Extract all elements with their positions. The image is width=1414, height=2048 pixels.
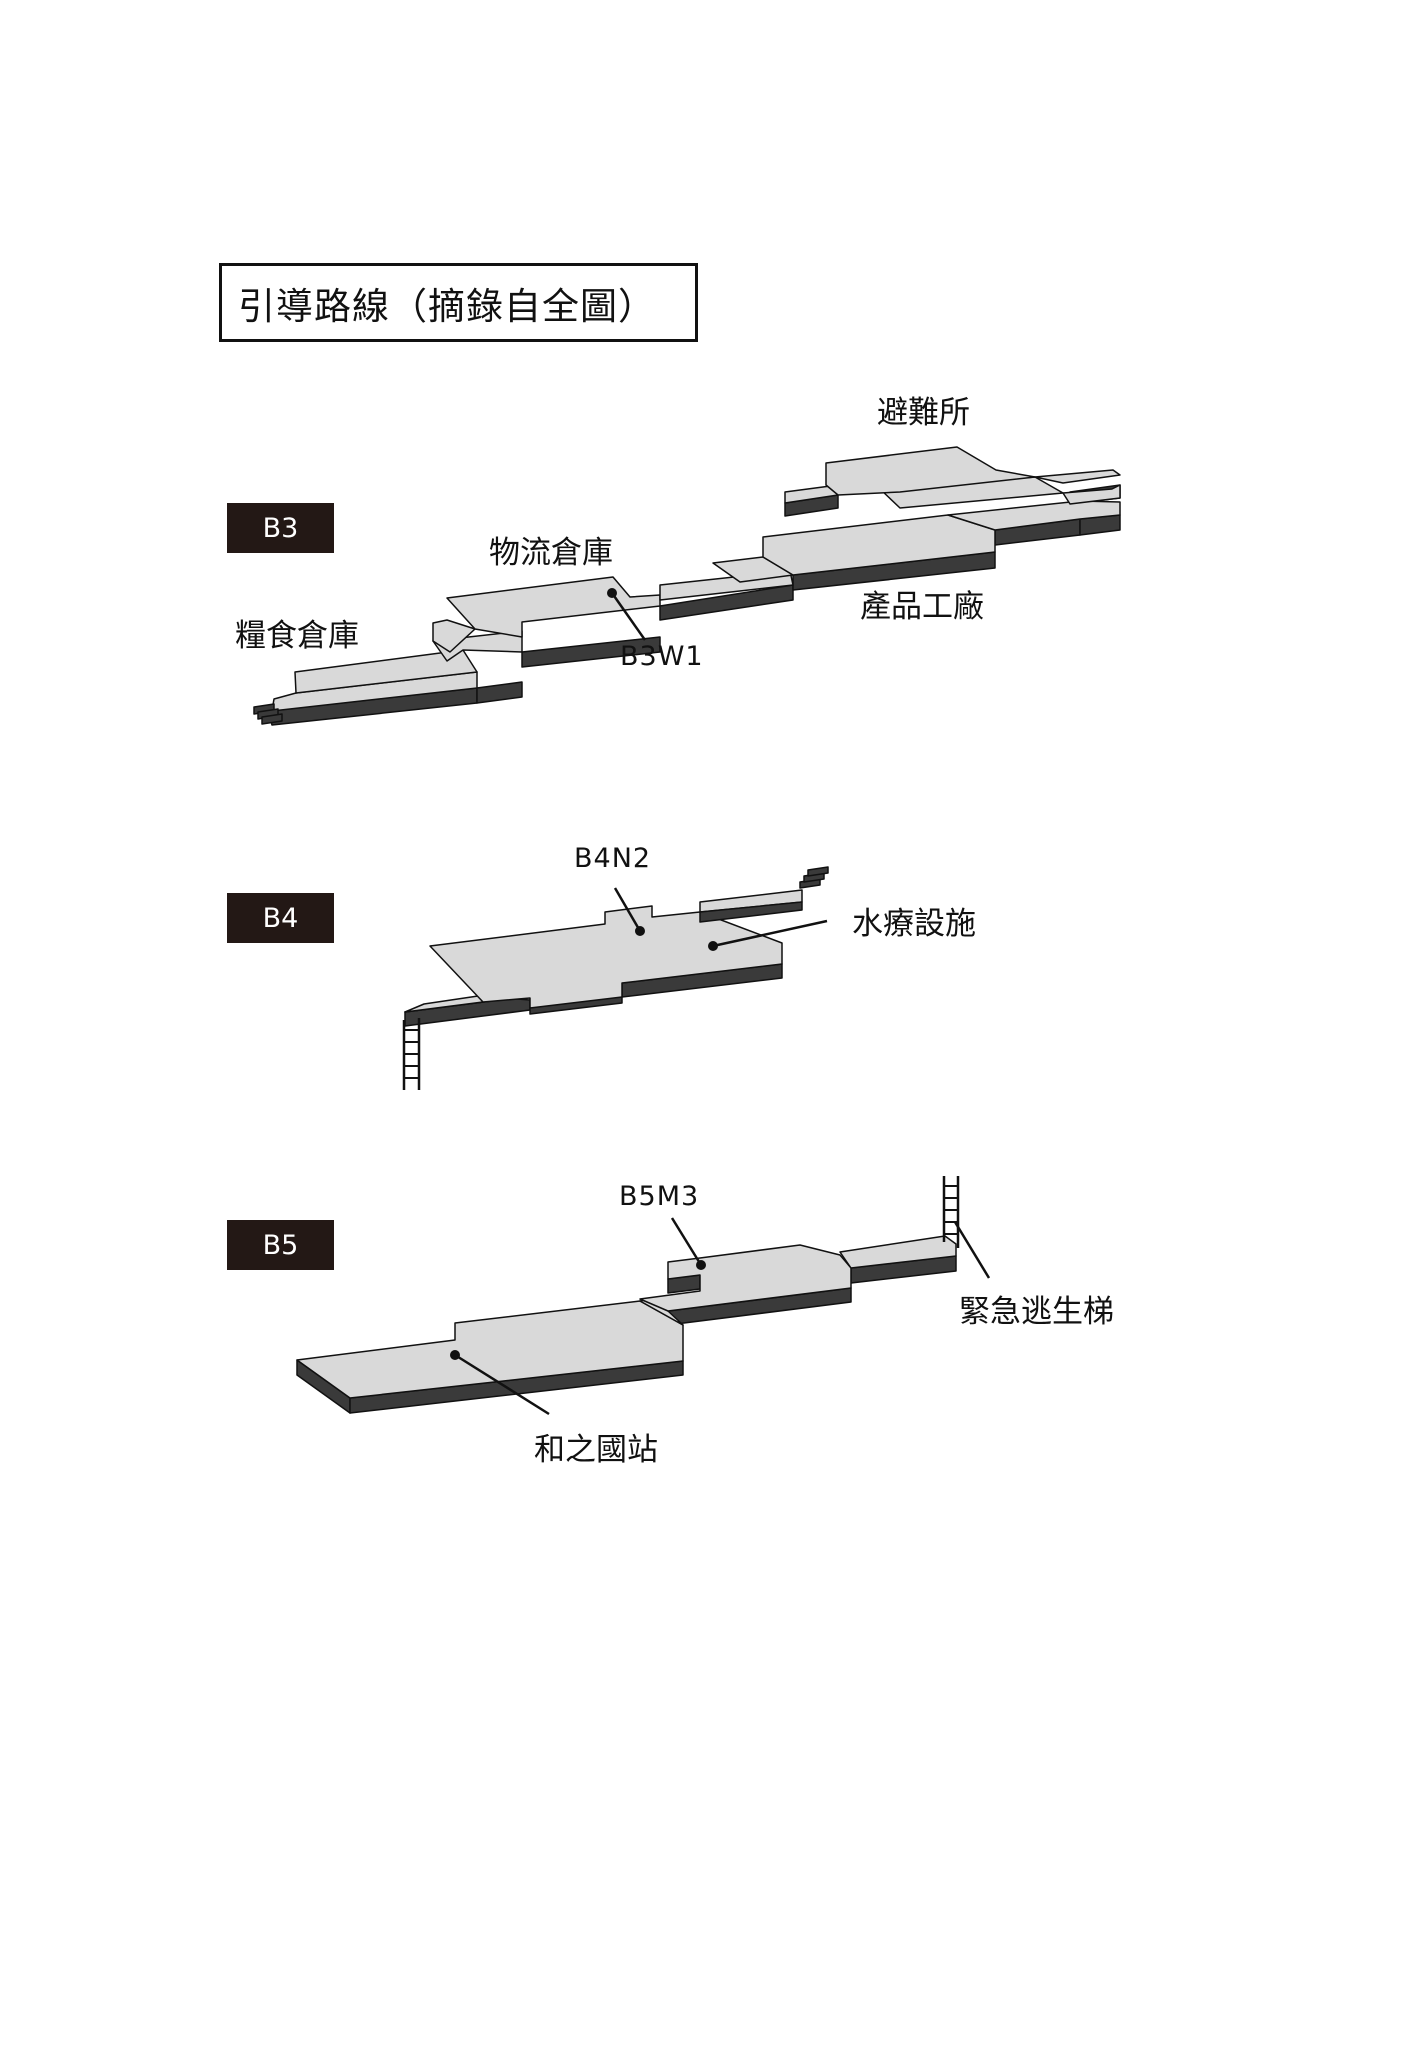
b3w1-code-label: B3W1: [620, 641, 704, 672]
floor-badge-b5-text: B5: [262, 1229, 299, 1261]
food-warehouse-label: 糧食倉庫: [235, 618, 359, 654]
ladder-icon: [942, 1176, 960, 1248]
logistics-warehouse-label: 物流倉庫: [489, 535, 613, 571]
b4n2-code-label: B4N2: [574, 843, 652, 874]
floor-b4-map: [402, 866, 829, 1090]
floor-badge-b3-text: B3: [262, 512, 299, 544]
product-factory-label: 產品工廠: [860, 589, 984, 625]
page-title-text: 引導路線（摘錄自全圖）: [238, 284, 656, 328]
floor-b3-map: [253, 446, 1121, 726]
emergency-stairs-label: 緊急逃生梯: [959, 1294, 1114, 1330]
floor-badge-b4-text: B4: [262, 902, 299, 934]
stairs-icon: [799, 866, 829, 889]
ladder-icon: [402, 1018, 421, 1090]
b5m3-code-label: B5M3: [619, 1181, 700, 1212]
floor-badge-b4: B4: [227, 893, 334, 943]
wano-station-label: 和之國站: [534, 1432, 658, 1468]
floor-b5-map: [296, 1176, 991, 1416]
page-title: 引導路線（摘錄自全圖）: [219, 263, 698, 342]
stairs-icon: [253, 703, 283, 725]
floor-badge-b3: B3: [227, 503, 334, 553]
floor-badge-b5: B5: [227, 1220, 334, 1270]
spa-facility-label: 水療設施: [852, 906, 976, 942]
shelter-label: 避難所: [877, 395, 970, 431]
